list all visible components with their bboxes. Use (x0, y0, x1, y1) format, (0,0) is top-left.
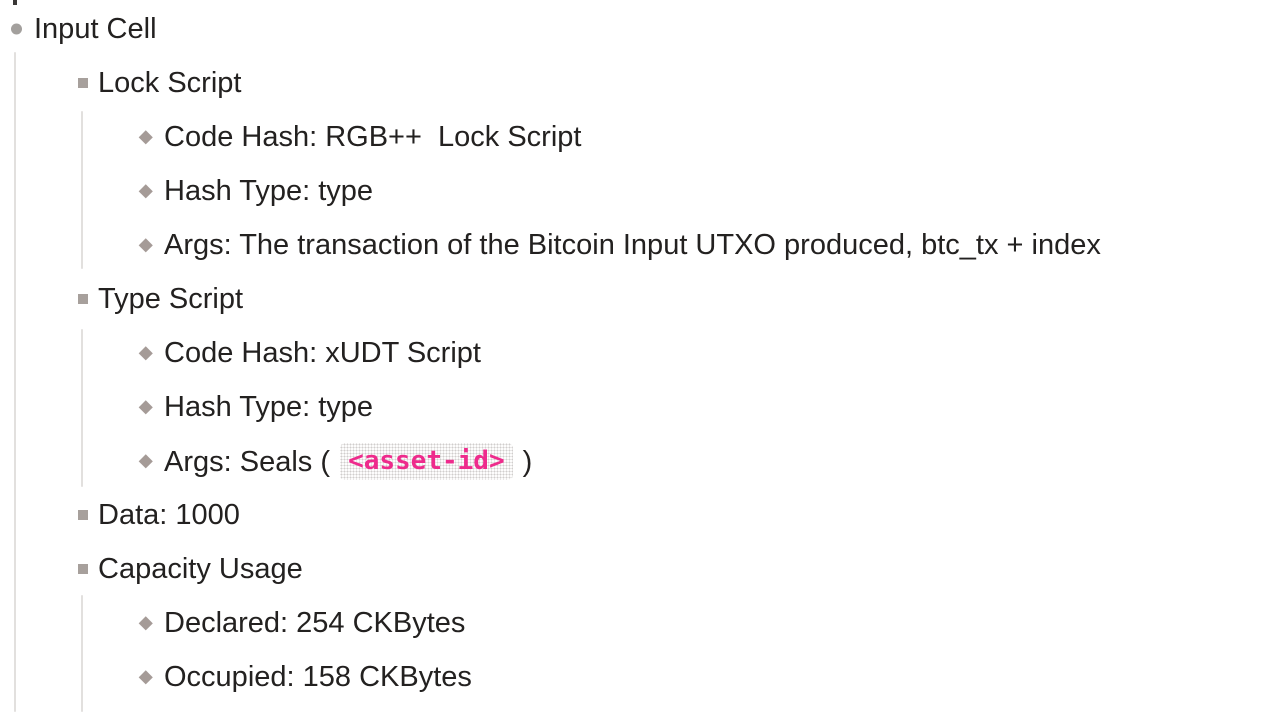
square-bullet-icon (78, 510, 88, 520)
outline-item-lock-code-hash[interactable]: Code Hash: RGB++ Lock Script (0, 110, 1274, 164)
square-bullet-icon (78, 78, 88, 88)
indent-guide-line-type-script (81, 329, 83, 487)
outline-item-declared[interactable]: Declared: 254 CKBytes (0, 596, 1274, 650)
outline-item-lock-script[interactable]: Lock Script (0, 56, 1274, 110)
indent-guide-line-capacity-usage (81, 595, 83, 712)
diamond-bullet-icon (139, 130, 153, 144)
outline-item-text: Data: 1000 (98, 498, 240, 531)
diamond-bullet-icon (139, 616, 153, 630)
outline-item-data[interactable]: Data: 1000 (0, 488, 1274, 542)
outline-item-type-hash-type[interactable]: Hash Type: type (0, 380, 1274, 434)
outline-item-lock-args[interactable]: Args: The transaction of the Bitcoin Inp… (0, 218, 1274, 272)
outline-item-type-script[interactable]: Type Script (0, 272, 1274, 326)
outline-item-input-cell[interactable]: Input Cell (0, 2, 1274, 56)
outline-item-lock-hash-type[interactable]: Hash Type: type (0, 164, 1274, 218)
indent-guide-line-lock-script (81, 111, 83, 269)
diamond-bullet-icon (139, 670, 153, 684)
args-seals-prefix: Args: Seals ( (164, 445, 339, 478)
args-seals-suffix: ) (514, 445, 533, 478)
diamond-bullet-icon (139, 454, 153, 468)
outline-item-text: Args: The transaction of the Bitcoin Inp… (164, 228, 1101, 261)
outline-item-type-args-seals[interactable]: Args: Seals ( <asset-id> ) (0, 434, 1274, 488)
outline-item-text: Code Hash: xUDT Script (164, 336, 481, 369)
outline-item-text: Lock Script (98, 66, 242, 99)
outline-item-type-code-hash[interactable]: Code Hash: xUDT Script (0, 326, 1274, 380)
diamond-bullet-icon (139, 184, 153, 198)
circle-bullet-icon (10, 23, 22, 35)
inline-code-asset-id: <asset-id> (340, 442, 513, 480)
outline-item-text: Type Script (98, 282, 244, 315)
diamond-bullet-icon (139, 400, 153, 414)
outline-item-text: Hash Type: type (164, 174, 374, 207)
outline-item-text: Occupied: 158 CKBytes (164, 660, 472, 693)
outline-item-text: Declared: 254 CKBytes (164, 606, 466, 639)
diamond-bullet-icon (139, 346, 153, 360)
indent-guide-line-level1 (14, 52, 16, 712)
outline-item-capacity-usage[interactable]: Capacity Usage (0, 542, 1274, 596)
square-bullet-icon (78, 294, 88, 304)
diamond-bullet-icon (139, 238, 153, 252)
outline-item-text: Hash Type: type (164, 390, 374, 423)
clipped-content-fragment (13, 0, 17, 5)
outline-item-text: Args: Seals ( <asset-id> ) (164, 442, 533, 480)
square-bullet-icon (78, 564, 88, 574)
outline-item-occupied[interactable]: Occupied: 158 CKBytes (0, 650, 1274, 704)
outline-item-text: Input Cell (34, 12, 157, 45)
outline-item-text: Code Hash: RGB++ Lock Script (164, 120, 582, 153)
outline-item-text: Capacity Usage (98, 552, 303, 585)
